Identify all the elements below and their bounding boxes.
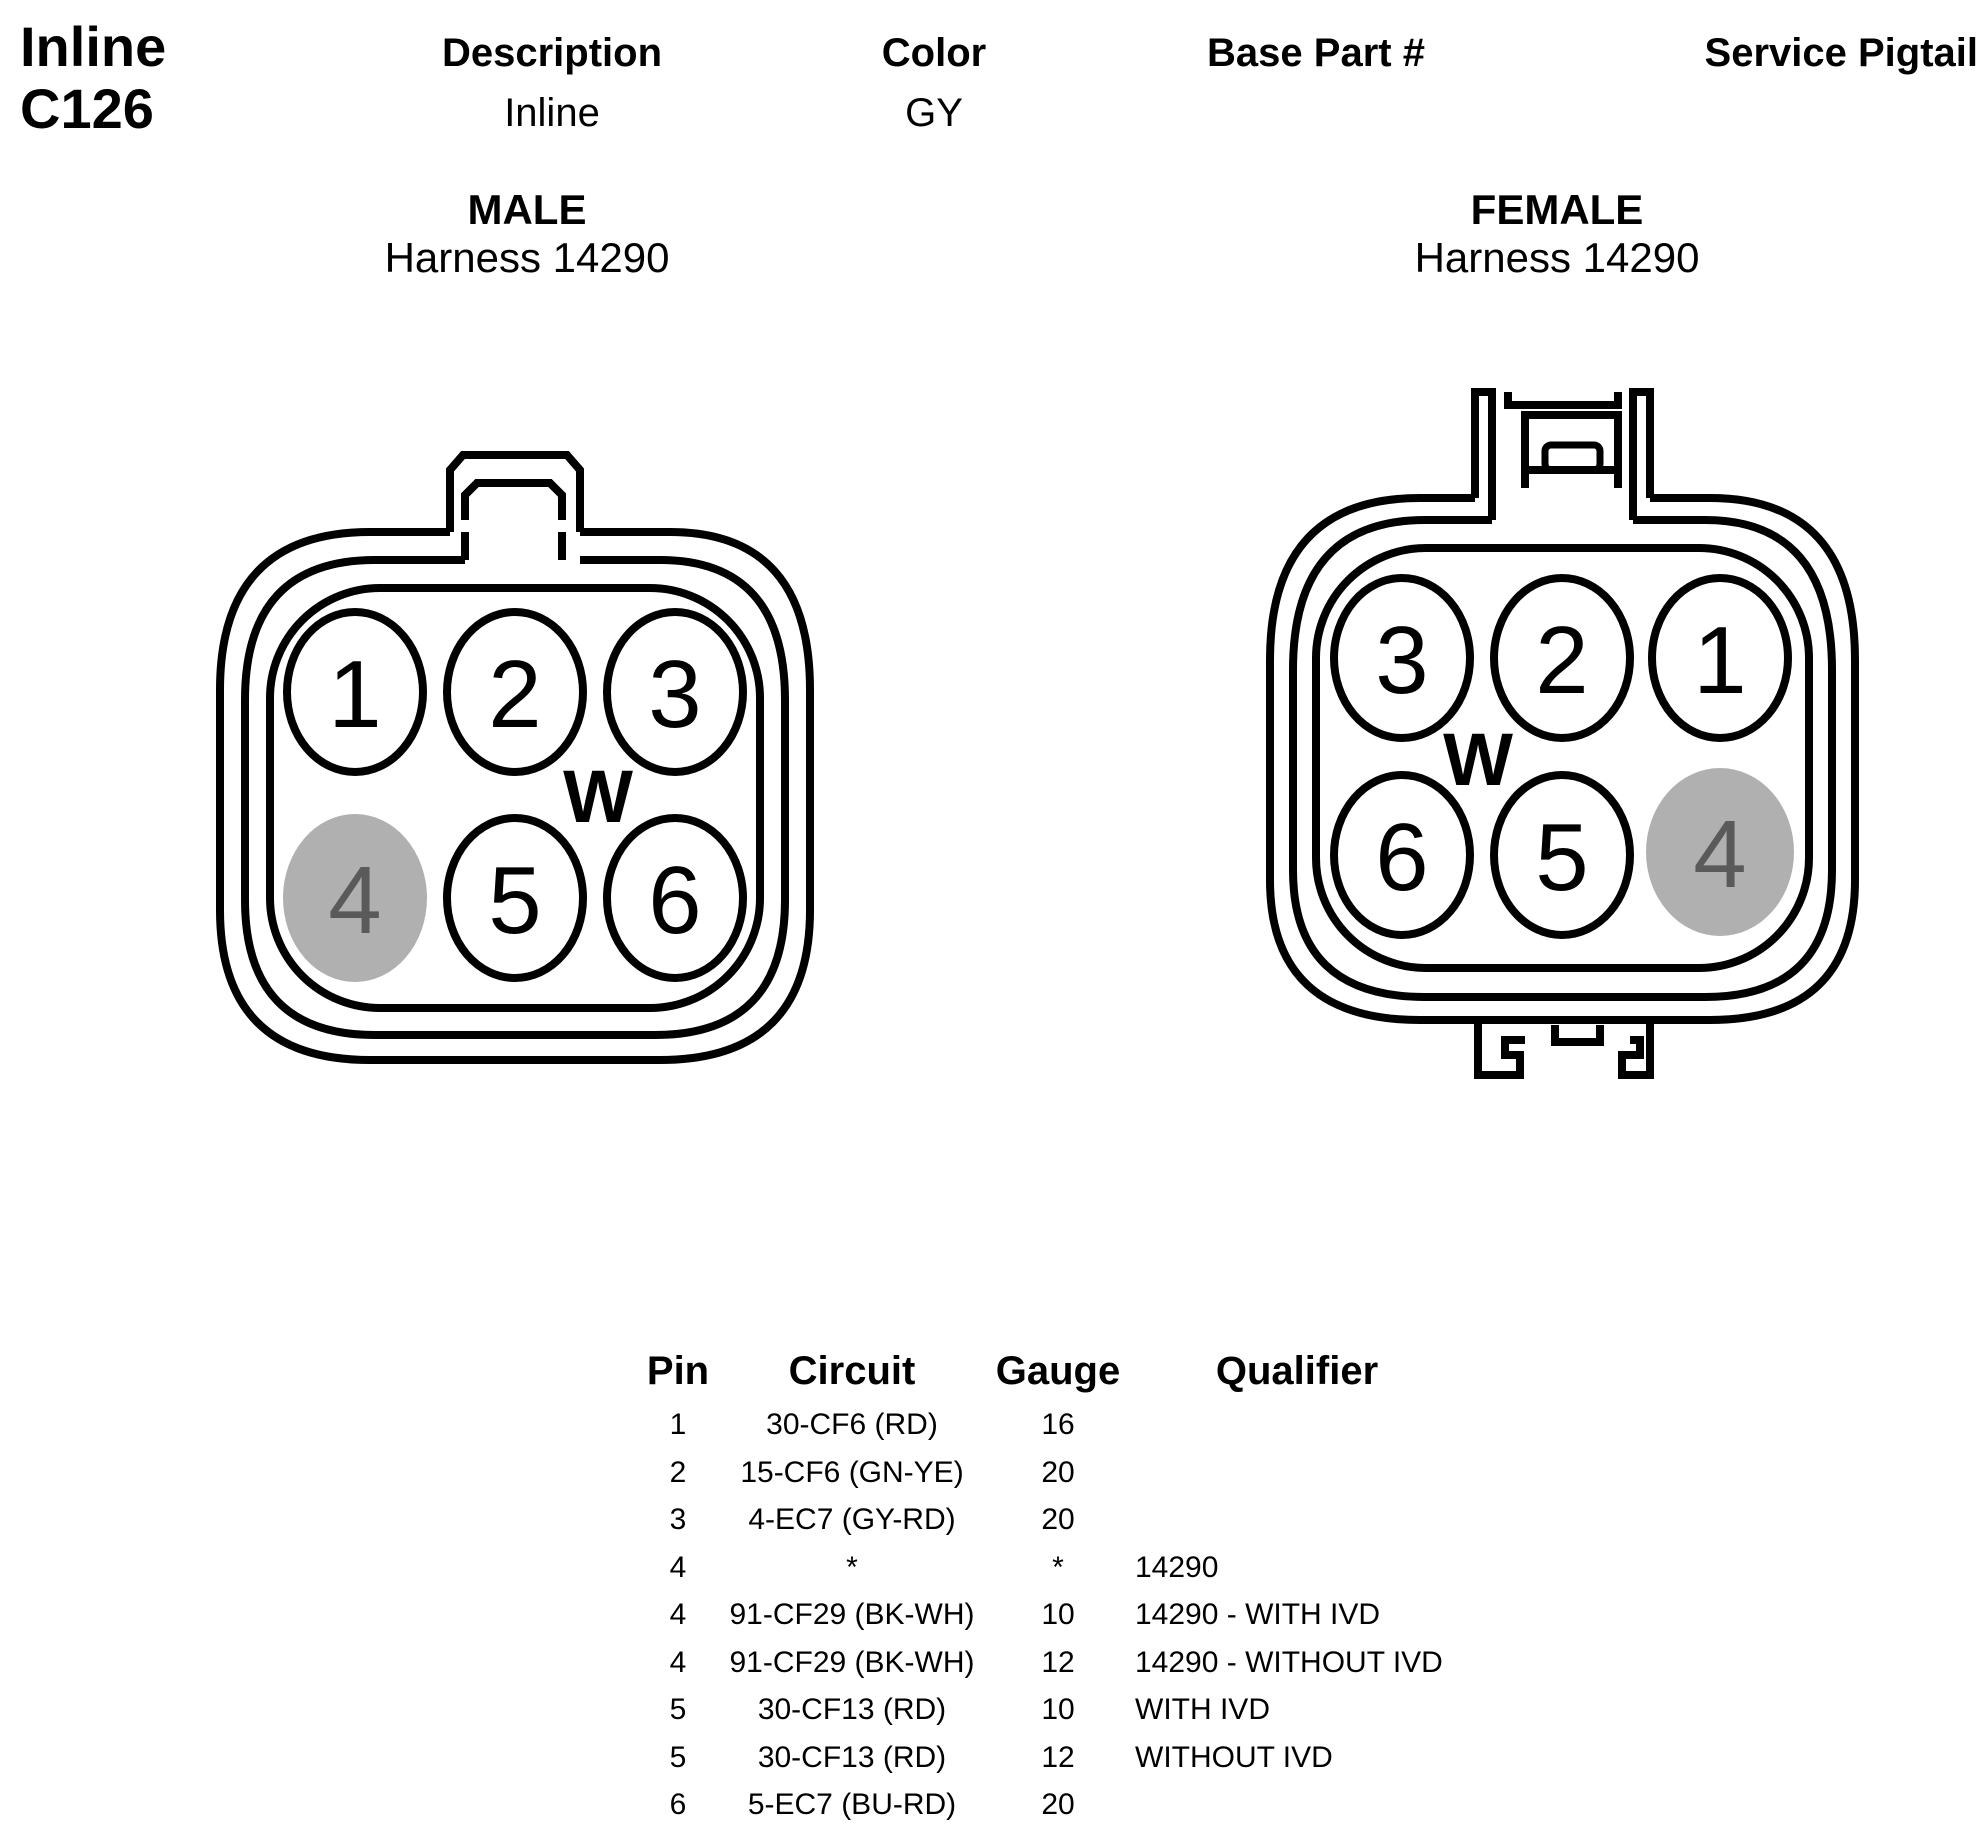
male-pin-6: 6 [603, 814, 747, 982]
female-connector-face: 3 2 1 6 5 4 W [1266, 388, 1859, 1079]
male-tab-gap [454, 520, 576, 560]
color-label: Color [881, 31, 987, 75]
female-pin-1: 1 [1648, 574, 1792, 742]
connector-id: C126 [20, 77, 154, 140]
female-latch-button [1541, 441, 1604, 474]
svg-text:1: 1 [328, 641, 381, 748]
svg-text:2: 2 [1535, 607, 1588, 714]
female-cavity [1312, 544, 1813, 972]
description-label: Description [441, 31, 663, 75]
svg-text:3: 3 [648, 641, 701, 748]
male-pin-1: 1 [283, 608, 427, 776]
svg-text:2: 2 [488, 641, 541, 748]
male-title: MALE [467, 186, 587, 233]
male-pin-3: 3 [603, 608, 747, 776]
male-pin-2: 2 [443, 608, 587, 776]
svg-text:1: 1 [1693, 607, 1746, 714]
male-latch-tab-inner [461, 479, 566, 560]
service-pigtail-label: Service Pigtail [1704, 31, 1978, 75]
connector-type: Inline [20, 15, 167, 78]
female-section-header: FEMALE Harness 14290 [1415, 186, 1700, 282]
female-pin-4: 4 [1646, 768, 1794, 936]
female-pin-5: 5 [1490, 771, 1634, 939]
female-latch-frame-outer [1471, 388, 1654, 498]
color-value: GY [905, 91, 963, 135]
male-latch-tab-sides [446, 470, 584, 532]
female-pin-2: 2 [1490, 574, 1634, 742]
female-frame-gap [1479, 488, 1646, 520]
svg-text:4: 4 [328, 847, 381, 954]
male-connector-face: 1 2 3 4 5 6 W [216, 451, 814, 1064]
male-pin-4: 4 [283, 814, 427, 982]
svg-text:5: 5 [488, 847, 541, 954]
male-tab-link [461, 532, 566, 560]
female-title: FEMALE [1470, 186, 1644, 233]
description-value: Inline [504, 91, 600, 135]
svg-text:6: 6 [648, 847, 701, 954]
female-pin-3: 3 [1330, 574, 1474, 742]
male-section-header: MALE Harness 14290 [385, 186, 670, 282]
svg-text:3: 3 [1375, 607, 1428, 714]
female-frame-sides [1471, 470, 1654, 520]
male-pin-5: 5 [443, 814, 587, 982]
female-harness: Harness 14290 [1414, 234, 1700, 281]
svg-text:5: 5 [1535, 804, 1588, 911]
base-part-label: Base Part # [1207, 31, 1425, 75]
male-harness: Harness 14290 [384, 234, 670, 281]
male-cavity [266, 584, 764, 1012]
svg-text:4: 4 [1693, 801, 1746, 908]
female-pin-6: 6 [1330, 771, 1474, 939]
male-keyway-mark: W [563, 755, 633, 838]
female-bottom-feet [1474, 1022, 1654, 1079]
male-housing-middle [241, 556, 789, 1039]
connector-title: Inline C126 [20, 16, 166, 140]
female-housing-middle [1289, 516, 1836, 1001]
female-keyway-mark: W [1443, 718, 1513, 801]
svg-text:6: 6 [1375, 804, 1428, 911]
